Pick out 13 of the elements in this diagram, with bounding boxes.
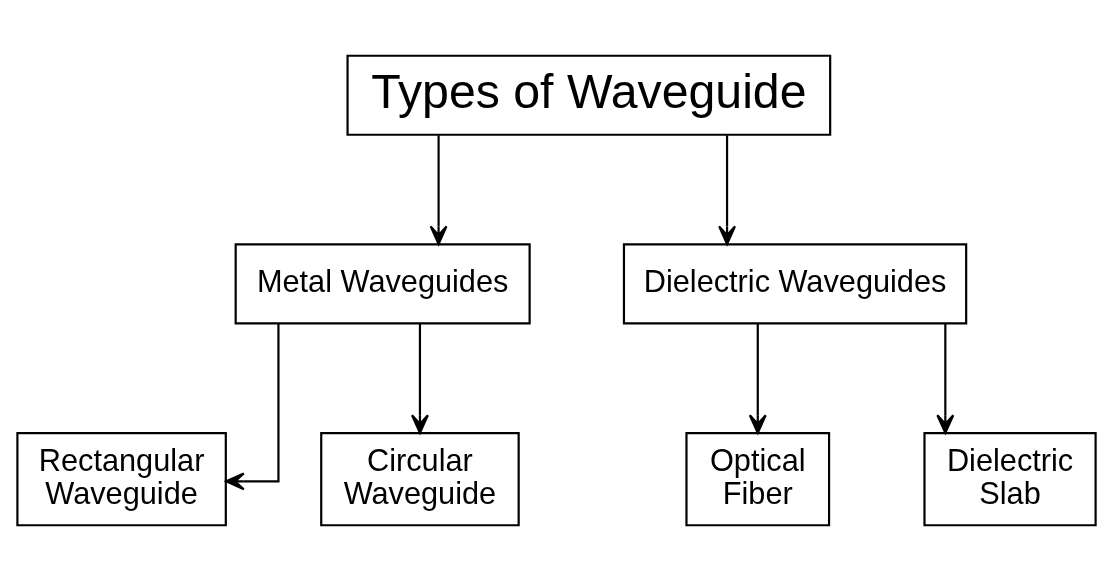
arrow: [748, 322, 767, 434]
arrow: [225, 323, 280, 490]
node-box: Circular Waveguide: [320, 431, 520, 526]
arrow: [429, 134, 448, 245]
node-box: Dielectric Waveguides: [622, 242, 968, 324]
arrow: [718, 134, 737, 245]
node-box: Rectangular Waveguide: [16, 431, 227, 526]
node-box: Types of Waveguide: [346, 54, 832, 136]
node-box: Dielectric Slab: [923, 431, 1097, 526]
arrow: [936, 322, 955, 434]
arrow: [410, 322, 429, 434]
node-box: Optical Fiber: [685, 431, 831, 526]
node-box: Metal Waveguides: [234, 242, 531, 324]
